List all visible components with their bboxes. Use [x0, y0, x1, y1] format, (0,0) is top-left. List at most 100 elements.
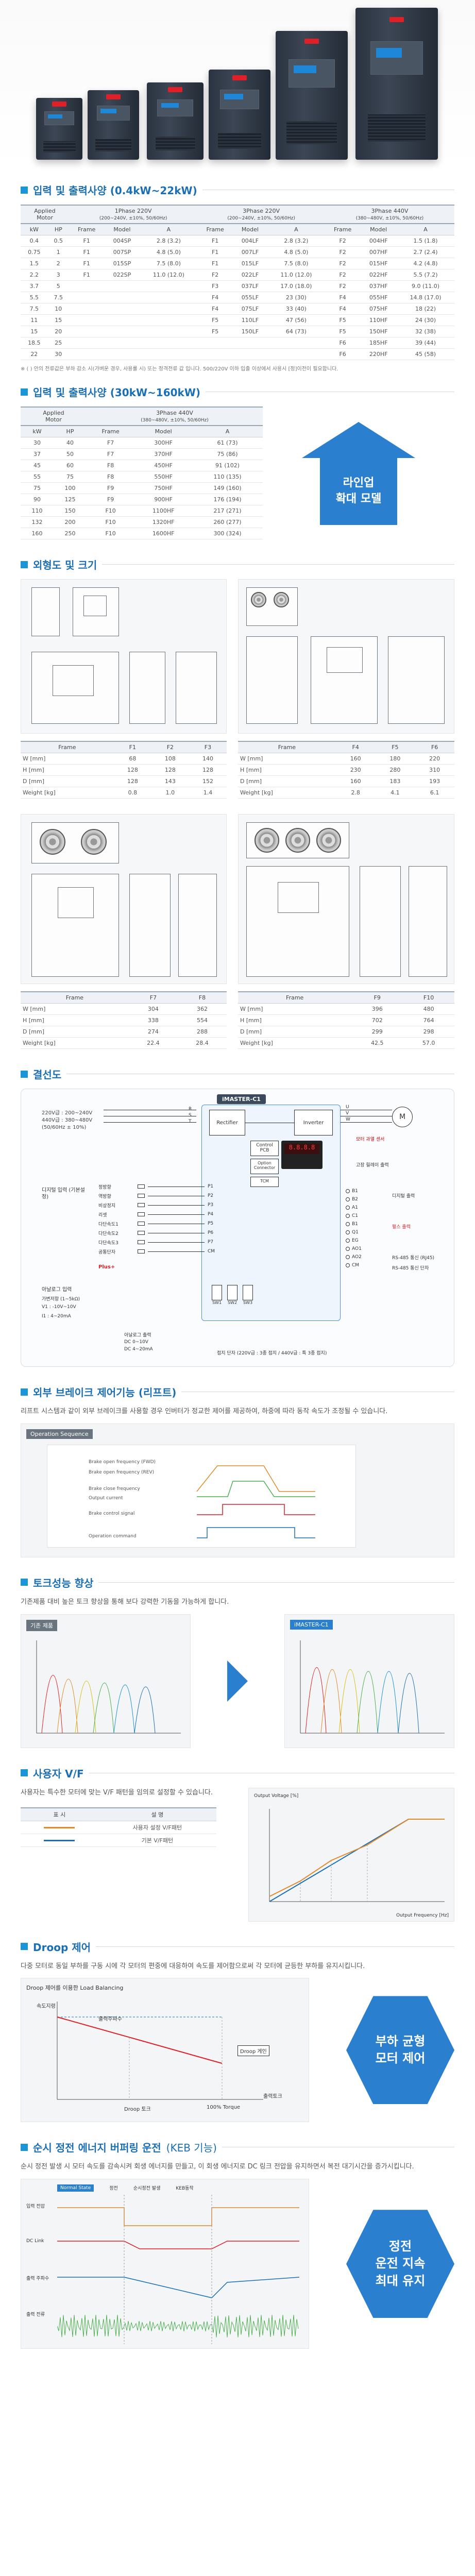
- terminal-row: B2: [346, 1195, 362, 1204]
- section-header-droop: Droop 제어: [0, 1939, 475, 1954]
- terminal-row: B1: [346, 1220, 362, 1228]
- brake-sequence-chart: Operation Sequence Brake open frequency …: [21, 1423, 454, 1557]
- terminal-row: AO1: [346, 1245, 362, 1253]
- switch-icon: [138, 1194, 145, 1198]
- terminal-row: B1: [346, 1187, 362, 1195]
- sequence-label: Operation command: [89, 1533, 137, 1539]
- keb-chart: Normal State 정전 순시정전 발생 KEB동작 입력 전압 DC L…: [21, 2179, 309, 2349]
- section-marker-icon: [21, 561, 28, 568]
- lineup-badge: 라인업 확대 모델: [263, 422, 454, 525]
- section-marker-icon: [21, 388, 28, 396]
- section-header-wiring: 결선도: [0, 1066, 475, 1081]
- drive-f4-image: [209, 70, 270, 160]
- section-header-io-large: 입력 및 출력사양 (30kW~160kW): [0, 384, 475, 399]
- control-pcb-block: Control PCB: [250, 1141, 279, 1156]
- section-header-keb: 순시 정전 에너지 버퍼링 운전 (KEB 기능): [0, 2140, 475, 2155]
- switch-icon: [138, 1222, 145, 1226]
- motor-symbol: M: [392, 1107, 413, 1127]
- product-lineup-image: [0, 0, 475, 170]
- section-marker-icon: [21, 2143, 28, 2151]
- terminal-row: Q1: [346, 1228, 362, 1236]
- terminal-row: C1: [346, 1212, 362, 1220]
- keypad-display: 8.8.8.8: [281, 1141, 323, 1169]
- drive-f8-image: [276, 31, 348, 160]
- dimension-drawings-row-2: [0, 814, 475, 984]
- torque-chart-new: iMASTER-C1: [284, 1614, 454, 1748]
- torque-curves-new: [300, 1640, 445, 1734]
- terminal-icon: [346, 1189, 350, 1193]
- section-marker-icon: [21, 1769, 28, 1777]
- brake-sequence-waves: [196, 1465, 315, 1538]
- vf-pattern-lines: [269, 1808, 445, 1902]
- section-header-vf: 사용자 V/F: [0, 1766, 475, 1781]
- drive-f3-image: [147, 82, 203, 160]
- arrow-right-icon: [227, 1660, 248, 1702]
- section-header-brake: 외부 브레이크 제어기능 (리프트): [0, 1384, 475, 1399]
- drive-f2-image: [88, 90, 139, 160]
- terminal-icon: [346, 1206, 350, 1210]
- terminal-icon: [346, 1239, 350, 1243]
- terminal-row: AO2: [346, 1253, 362, 1261]
- torque-curves-old: [36, 1640, 181, 1734]
- terminal-icon: [346, 1197, 350, 1201]
- sequence-label: Brake control signal: [89, 1511, 135, 1516]
- torque-chart-old: 기존 제품: [21, 1614, 191, 1748]
- section-header-io-small: 입력 및 출력사양 (0.4kW~22kW): [0, 182, 475, 197]
- section-marker-icon: [21, 1388, 28, 1396]
- section-marker-icon: [21, 1943, 28, 1951]
- terminal-icon: [346, 1247, 350, 1251]
- inverter-block: Inverter: [294, 1110, 333, 1136]
- terminal-icon: [346, 1255, 350, 1259]
- torque-description: 기존제품 대비 높은 토크 향상을 통해 보다 강력한 기동을 가능하게 합니다…: [21, 1598, 229, 1606]
- drawing-f1-f3: [21, 579, 227, 734]
- tcm-block: TCM: [250, 1177, 279, 1187]
- keb-badge: 정전 운전 지속 최대 유지: [346, 2210, 454, 2318]
- sequence-label: Brake open frequency (FWD): [89, 1459, 156, 1465]
- droop-chart: Droop 제어를 이용한 Load Balancing 속도지령 출력주파수 …: [21, 1978, 309, 2123]
- drawing-f9-f10: [238, 814, 454, 984]
- terminal-icon: [346, 1214, 350, 1218]
- keb-description: 순시 정전 발생 시 모터 속도를 감속시켜 회생 에너지를 만들고, 이 회생…: [21, 2163, 414, 2171]
- switch-icon: [138, 1184, 145, 1189]
- group-header: 1Phase 220V(200~240V, ±10%, 50/60Hz): [69, 205, 198, 224]
- wiring-logo: iMASTER-C1: [217, 1094, 266, 1104]
- group-header: 3Phase 440V(380~480V, ±10%, 50/60Hz): [325, 205, 454, 224]
- brake-description: 리프트 시스템과 같이 외부 브레이크를 사용할 경우 인버터가 정교한 제어를…: [21, 1408, 388, 1415]
- keb-waveforms: [57, 2195, 300, 2345]
- drive-f1-image: [36, 98, 82, 160]
